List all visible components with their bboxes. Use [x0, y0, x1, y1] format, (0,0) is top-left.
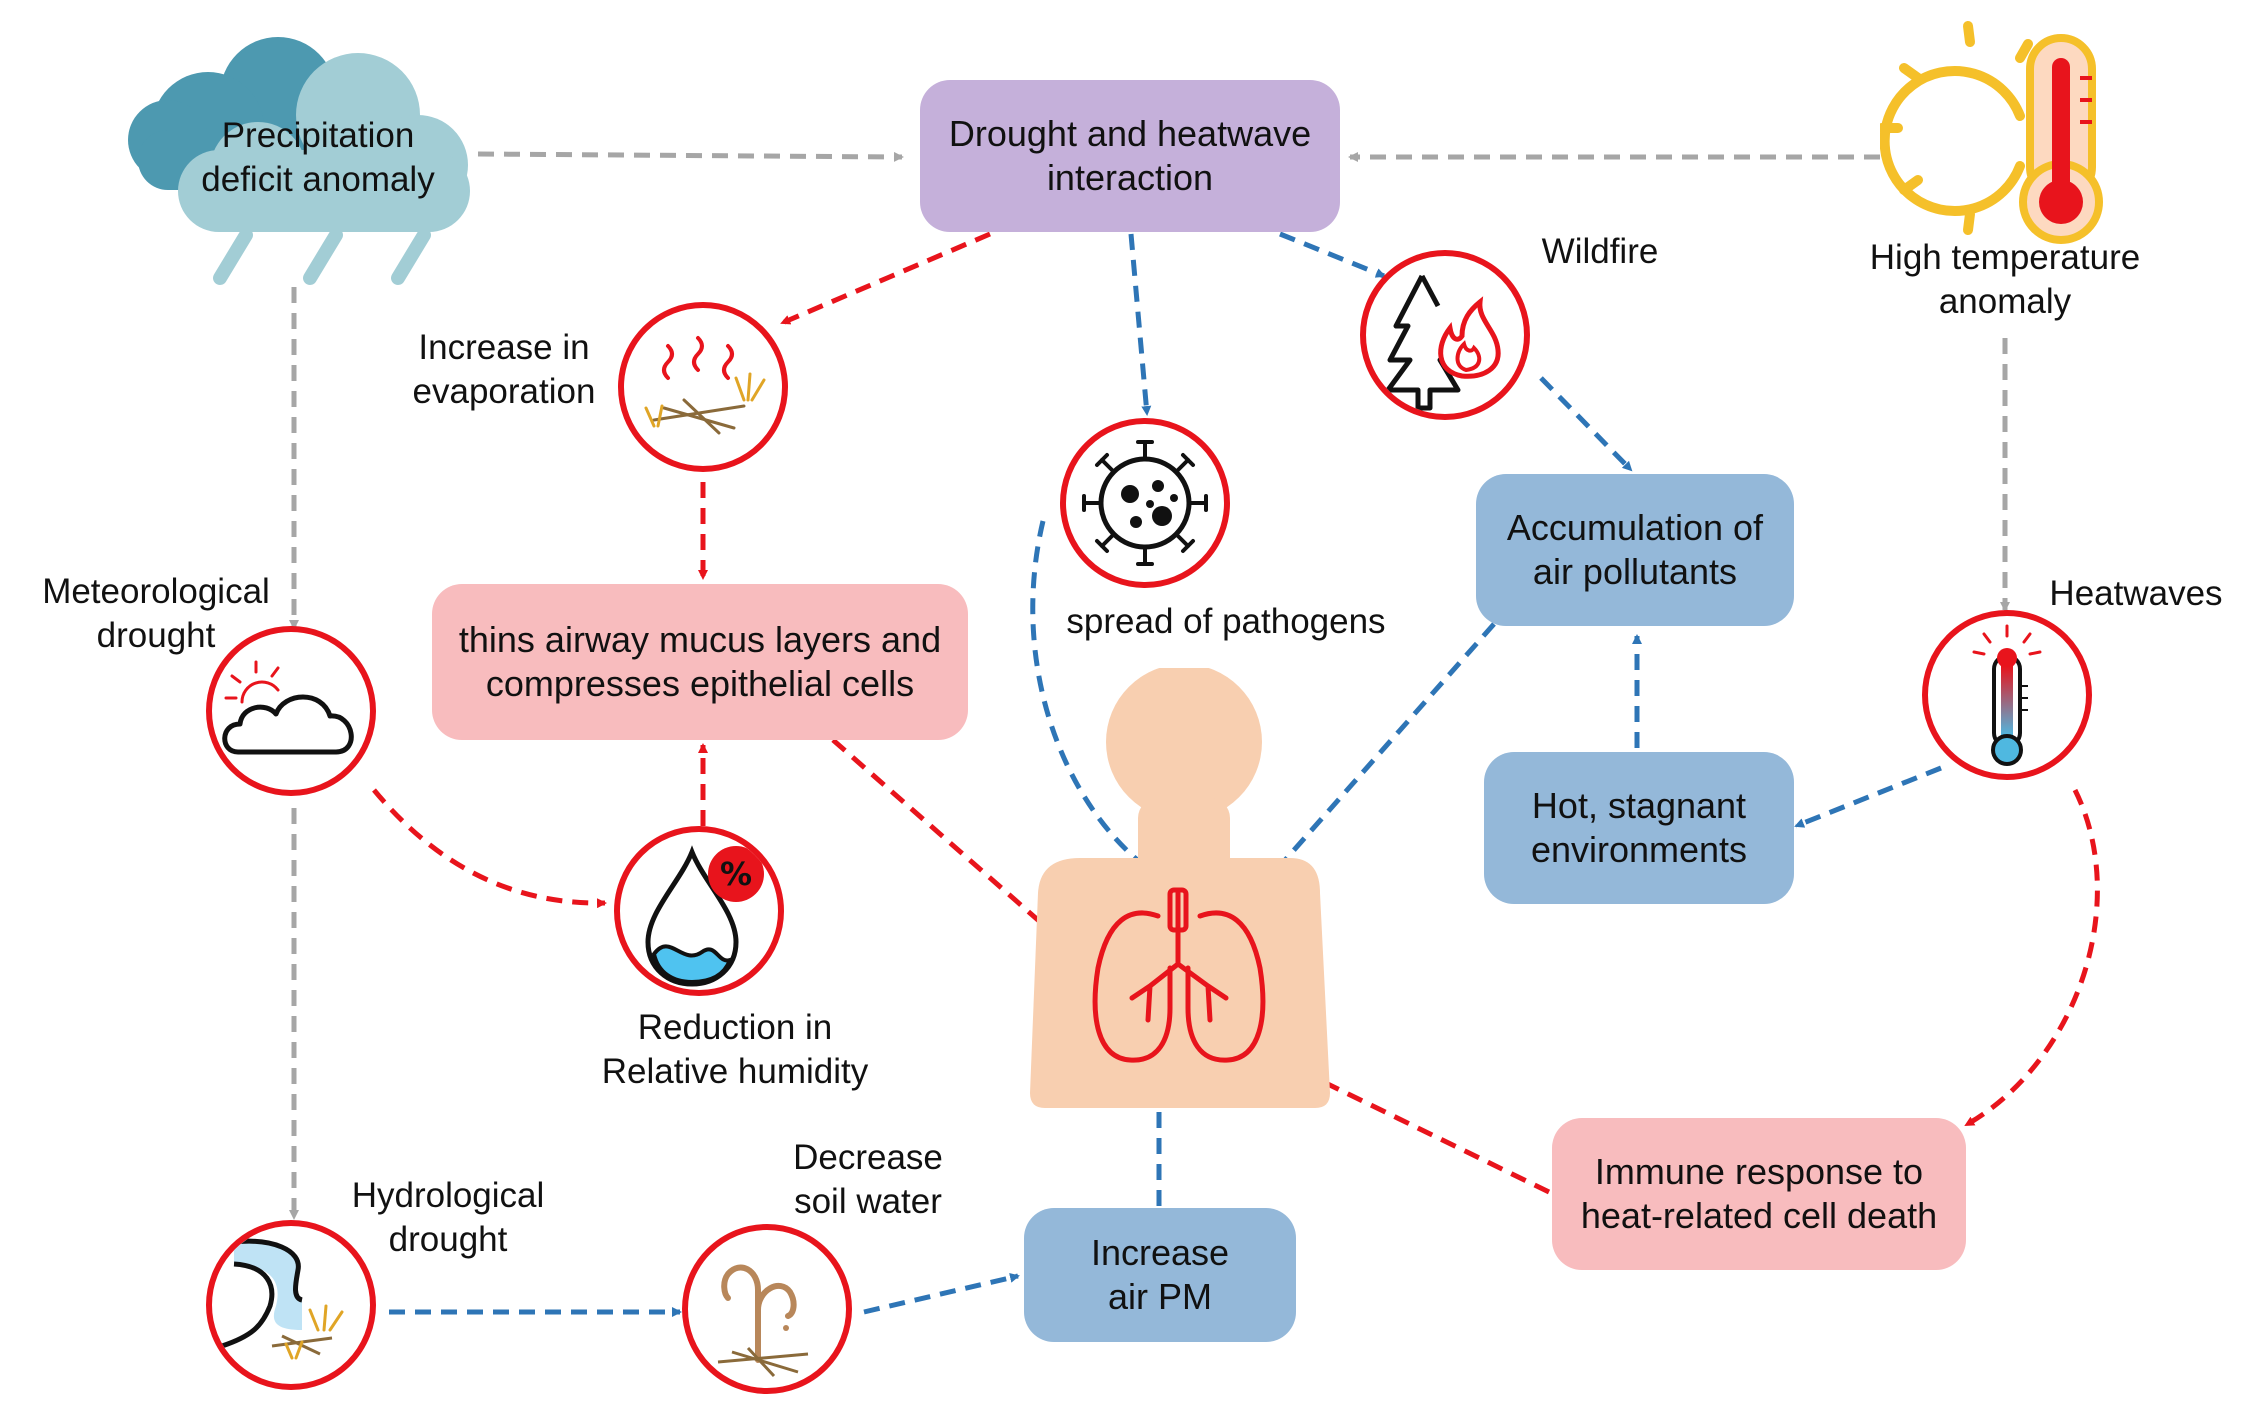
- arrow-heatwaves-to-stagnant: [1794, 765, 1942, 829]
- arrow-heatwaves-to-immune: [1964, 788, 2100, 1128]
- arrow-immune-to-lungs: [1293, 1065, 1551, 1195]
- thermometer-icon: [1972, 624, 2042, 766]
- arrow-pollutants-to-lungs: [1246, 622, 1496, 904]
- mucus-box: thins airway mucus layers and compresses…: [432, 584, 968, 740]
- heatwaves-circle: [1922, 610, 2092, 780]
- humidity-circle: %: [614, 826, 784, 996]
- heatwaves-label: Heatwaves: [2049, 574, 2223, 613]
- pollutants-box: Accumulation of air pollutants: [1476, 474, 1794, 626]
- precip-label: Precipitation deficit anomaly: [201, 116, 435, 199]
- pathogens-circle: [1060, 418, 1230, 588]
- rain-cloud-icon: [128, 37, 470, 285]
- soil-circle: [682, 1224, 852, 1394]
- arrow-pathogens-to-lungs: [1030, 520, 1149, 870]
- meteorological-circle: [206, 626, 376, 796]
- air-pm-label: Increase air PM: [1090, 1232, 1230, 1317]
- humidity-drop-icon: %: [645, 845, 764, 987]
- virus-icon: [1082, 440, 1208, 566]
- wilted-plant-icon: [717, 1264, 809, 1378]
- arrow-soil-to-airpm: [863, 1272, 1020, 1315]
- mucus-label: thins airway mucus layers and compresses…: [458, 619, 942, 704]
- high-temp-label: High temperature anomaly: [1869, 238, 2141, 321]
- wildfire-circle: [1360, 250, 1530, 420]
- stagnant-box: Hot, stagnant environments: [1484, 752, 1794, 904]
- svg-text:%: %: [720, 855, 752, 893]
- arrow-interaction-to-pathogens: [1128, 233, 1152, 416]
- pathogens-label: spread of pathogens: [1066, 602, 1386, 641]
- pollutants-label: Accumulation of air pollutants: [1506, 507, 1764, 592]
- hydrological-label: Hydrological drought: [351, 1176, 545, 1259]
- arrow-interaction-to-wildfire: [1279, 231, 1386, 279]
- drought-heatwave-label: Drought and heatwave interaction: [948, 113, 1312, 198]
- burning-tree-icon: [1385, 274, 1501, 411]
- dry-river-icon: [221, 1238, 344, 1360]
- hydrological-circle: [206, 1220, 376, 1390]
- humidity-label: Reduction in Relative humidity: [601, 1008, 869, 1091]
- wildfire-label: Wildfire: [1541, 232, 1659, 271]
- air-pm-box: Increase air PM: [1024, 1208, 1296, 1342]
- arrow-interaction-to-evaporation: [780, 231, 991, 326]
- dry-ground-heat-icon: [644, 336, 766, 435]
- arrow-precip-to-interaction: [477, 151, 904, 162]
- sun-thermometer-icon: [1880, 21, 2103, 244]
- immune-box: Immune response to heat-related cell dea…: [1552, 1118, 1966, 1270]
- arrow-meteorological-to-humidity: [372, 788, 607, 909]
- human-lungs-icon: [1030, 668, 1330, 1108]
- meteorological-label: Meteorological drought: [42, 572, 270, 655]
- sun-cloud-icon: [222, 660, 354, 755]
- evaporation-label: Increase in evaporation: [412, 328, 596, 411]
- stagnant-label: Hot, stagnant environments: [1530, 785, 1748, 870]
- evaporation-circle: [618, 302, 788, 472]
- immune-label: Immune response to heat-related cell dea…: [1580, 1151, 1938, 1236]
- soil-label: Decrease soil water: [793, 1138, 943, 1221]
- drought-heatwave-box: Drought and heatwave interaction: [920, 80, 1340, 232]
- arrow-wildfire-to-pollutants: [1539, 376, 1633, 472]
